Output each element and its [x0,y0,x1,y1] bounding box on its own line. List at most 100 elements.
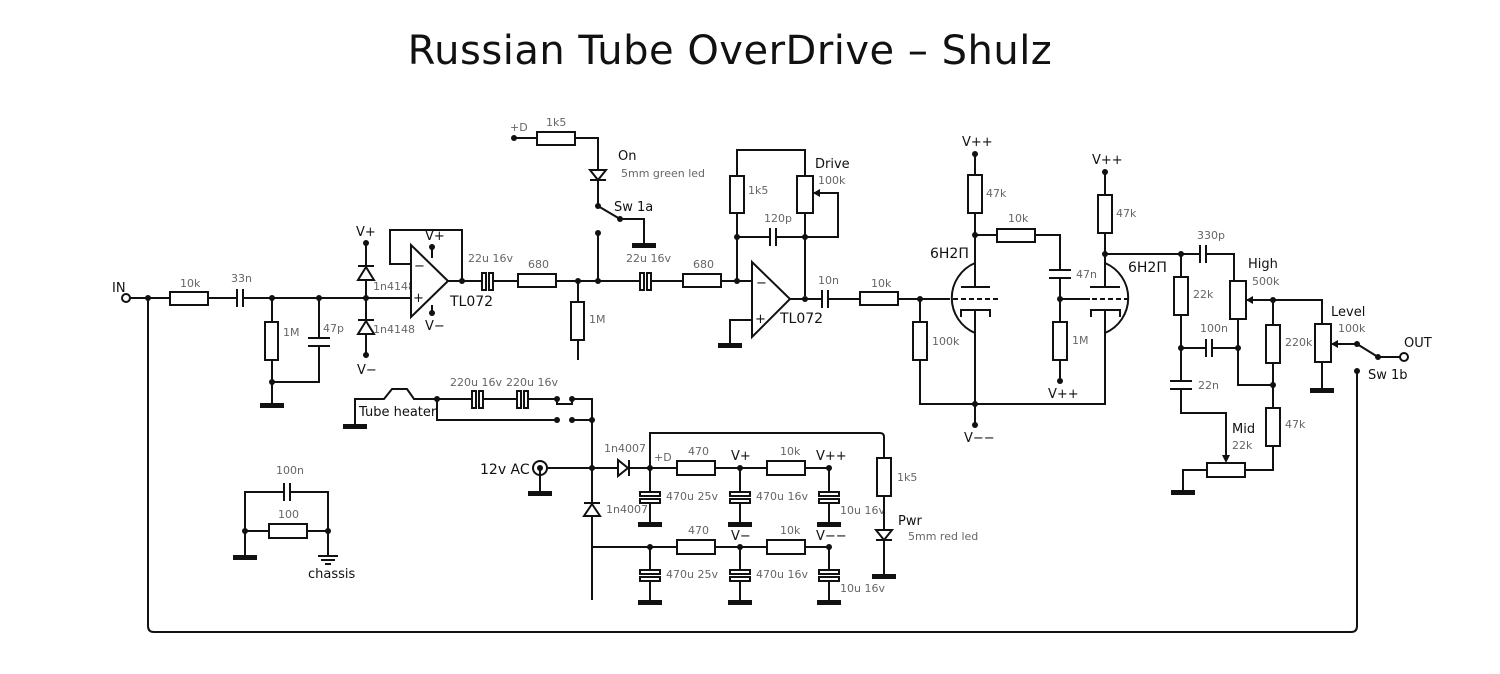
tube-1-envelope [950,262,976,334]
svg-text:6Н2П: 6Н2П [930,246,969,262]
resistor-22k [1173,276,1189,316]
svg-text:10k: 10k [780,445,801,458]
svg-text:47k: 47k [986,187,1007,200]
svg-text:1n4007: 1n4007 [606,503,648,516]
svg-text:+D: +D [510,121,528,134]
input-stage: IN 10k 33n 1M 47p V+ 1n4148 1n4148 V− [112,225,493,408]
ground-icon [528,491,552,496]
svg-text:220k: 220k [1285,336,1313,349]
chassis-ground-icon [318,555,338,565]
resistor-470 [676,460,716,476]
resistor-10k-vmm [766,539,806,555]
svg-text:TL072: TL072 [779,311,823,327]
ground-icon [1310,388,1334,393]
svg-text:V−−: V−− [816,529,847,544]
svg-text:−: − [414,259,425,274]
diode-1n4007-icon-2 [582,502,602,517]
svg-text:1M: 1M [283,326,300,339]
svg-text:+D: +D [654,451,672,464]
svg-text:6Н2П: 6Н2П [1128,260,1167,276]
opamp-2 [751,259,792,340]
ground-icon [260,403,284,408]
drive-pot[interactable] [796,175,814,214]
svg-text:470u 16v: 470u 16v [756,568,808,581]
ground-icon [343,424,367,429]
svg-text:470: 470 [688,524,709,537]
cap-470u-25v: 470u 25v [638,468,718,527]
input-label: IN [112,281,126,296]
svg-text:OUT: OUT [1404,336,1432,351]
svg-text:100k: 100k [1338,322,1366,335]
level-pot[interactable] [1314,323,1332,363]
svg-text:10k: 10k [780,524,801,537]
ground-icon [872,574,896,579]
ground-icon [718,343,742,348]
svg-text:22k: 22k [1193,288,1214,301]
schematic-title: Russian Tube OverDrive – Shulz [407,28,1053,74]
svg-text:Mid: Mid [1232,422,1255,437]
svg-text:220u 16v: 220u 16v [506,376,558,389]
svg-text:V++: V++ [962,135,993,150]
svg-text:10n: 10n [818,274,839,287]
svg-text:12v AC: 12v AC [480,462,530,478]
heater-switch-contact-2[interactable] [554,417,560,423]
resistor-680 [517,273,557,288]
svg-text:V++: V++ [1092,153,1123,168]
svg-text:330p: 330p [1197,229,1225,242]
svg-text:TL072: TL072 [449,294,493,310]
ground-icon [233,555,257,560]
high-pot[interactable] [1229,280,1247,320]
ground-icon [632,243,656,248]
output-jack[interactable] [1399,352,1409,362]
svg-text:10u 16v: 10u 16v [840,582,885,595]
resistor-10k-in [169,291,209,306]
switch-1b[interactable] [1356,343,1379,358]
svg-text:5mm green led: 5mm green led [621,167,705,180]
svg-text:1n4148: 1n4148 [373,323,415,336]
switch-1a[interactable] [597,205,621,220]
svg-text:V−: V− [357,363,377,378]
svg-text:47k: 47k [1285,418,1306,431]
svg-text:47p: 47p [323,322,344,335]
svg-text:−: − [756,276,767,291]
svg-text:47k: 47k [1116,207,1137,220]
cap-470u-25v-neg: 470u 25v [638,547,718,605]
svg-text:10u 16v: 10u 16v [840,504,885,517]
drive-stage: 1k5 Drive 100k 120p −+ TL072 10n [718,149,860,348]
svg-text:680: 680 [693,258,714,271]
mid-pot[interactable] [1206,462,1246,478]
resistor-100k [912,321,928,361]
svg-text:V−−: V−− [964,431,995,446]
svg-text:100k: 100k [818,174,846,187]
svg-text:100n: 100n [276,464,304,477]
svg-text:500k: 500k [1252,275,1280,288]
ground-icon [638,600,662,605]
svg-text:V++: V++ [1048,387,1079,402]
resistor-10k-vpp [766,460,806,476]
svg-text:1M: 1M [1072,334,1089,347]
resistor-470-neg [676,539,716,555]
cap-10u-16v-neg: 10u 16v [817,547,885,605]
svg-text:22u 16v: 22u 16v [626,252,671,265]
power-supply: 1n4007 1n4007 +D 470 V+ 10k V++ 470u 25v [582,432,978,605]
diode-icon [356,319,376,335]
svg-text:V+: V+ [425,229,445,244]
svg-text:1k5: 1k5 [897,471,917,484]
resistor-1k5-fb [729,175,745,214]
svg-text:470u 16v: 470u 16v [756,490,808,503]
svg-text:Level: Level [1331,305,1365,320]
svg-text:High: High [1248,257,1278,272]
resistor-1k5-pwr [876,457,892,497]
svg-text:1n4148: 1n4148 [373,280,415,293]
svg-text:470: 470 [688,445,709,458]
svg-text:100k: 100k [932,335,960,348]
svg-text:1n4007: 1n4007 [604,442,646,455]
resistor-47k-plate1 [967,174,983,214]
led-red-icon [873,529,895,542]
svg-text:Sw 1a: Sw 1a [614,200,653,215]
opamp-1 [410,242,450,320]
resistor-100 [268,523,308,539]
svg-text:V−: V− [731,529,751,544]
ground-link: 100n 100 chassis [233,464,356,582]
resistor-1m-bias [570,301,585,341]
